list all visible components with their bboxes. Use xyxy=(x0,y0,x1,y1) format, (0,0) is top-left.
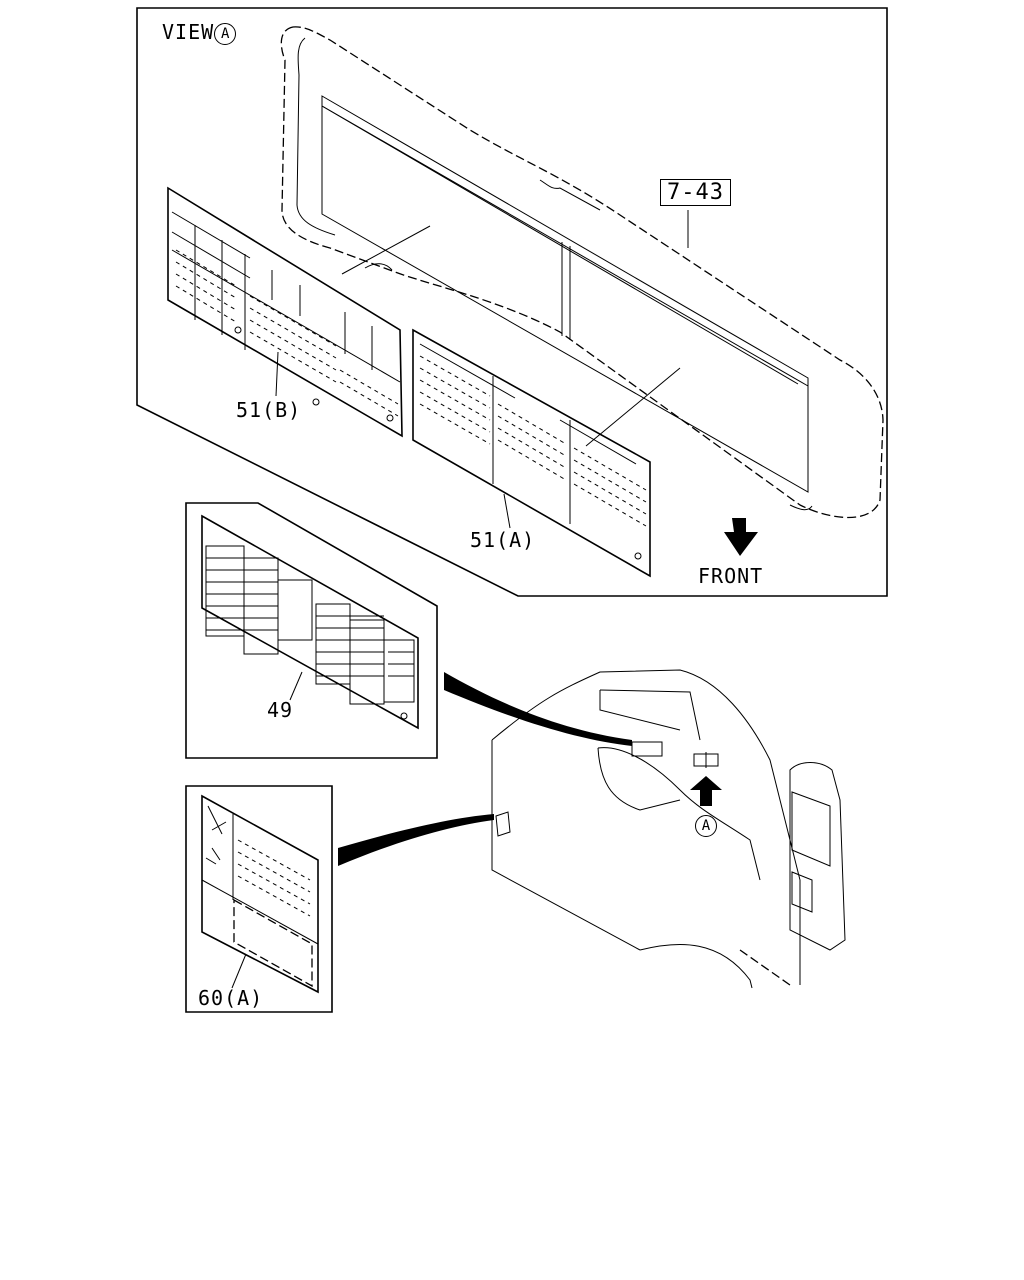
front-label: FRONT xyxy=(698,564,764,588)
callout-wedge-49 xyxy=(444,672,632,746)
panel-49-frame xyxy=(185,502,438,759)
view-marker-truck: A xyxy=(695,812,717,837)
view-marker-circle: A xyxy=(214,22,237,45)
view-label-text: VIEW xyxy=(162,20,215,44)
truck-cab xyxy=(491,669,846,989)
part-label-51a: 51(A) xyxy=(470,528,536,552)
view-panel-frame xyxy=(136,7,888,597)
label-plate-60a xyxy=(201,794,319,994)
label-plate-51a xyxy=(412,328,651,578)
callout-wedge-60a xyxy=(338,814,494,866)
view-marker-truck-circle: A xyxy=(695,814,717,837)
panel-60a-frame xyxy=(185,785,333,1013)
part-label-60a: 60(A) xyxy=(198,986,264,1010)
arrow-down-icon xyxy=(724,518,758,556)
label-plate-49 xyxy=(201,514,419,730)
part-label-51b: 51(B) xyxy=(236,398,302,422)
sun-visor-part xyxy=(280,26,884,519)
arrow-up-icon xyxy=(690,776,722,806)
label-plate-51b xyxy=(167,186,403,438)
part-label-7-43: 7-43 xyxy=(660,179,731,206)
part-label-49: 49 xyxy=(267,698,294,722)
